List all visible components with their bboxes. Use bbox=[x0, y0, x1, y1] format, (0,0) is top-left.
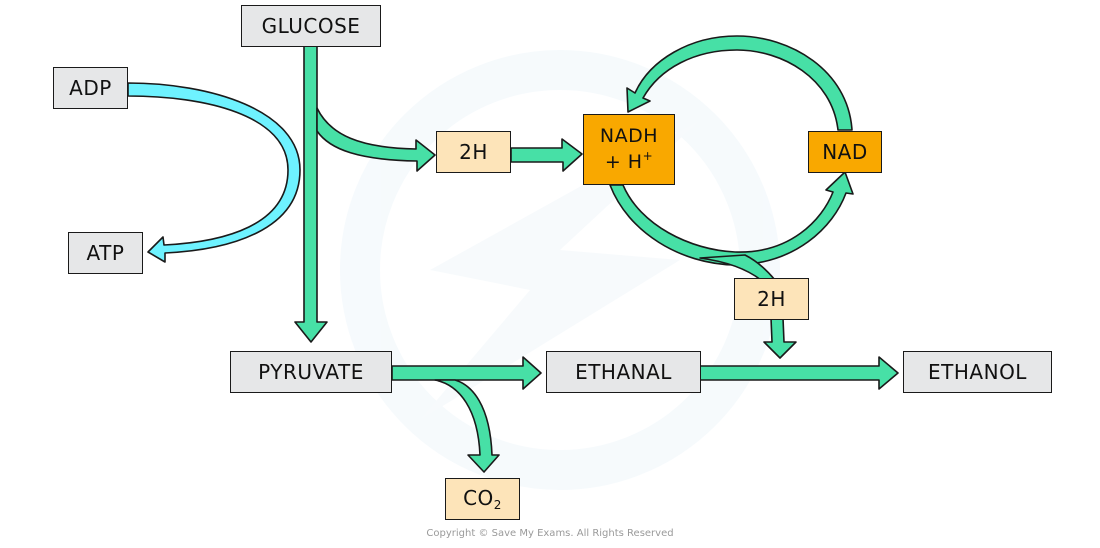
nad-node: NAD bbox=[808, 131, 882, 173]
adp-to-atp-arrow bbox=[127, 82, 301, 263]
2h-to-nadh-arrow bbox=[510, 138, 583, 172]
atp-label: ATP bbox=[86, 241, 125, 265]
hydrogen-label-2: 2H bbox=[757, 287, 786, 311]
ethanal-to-ethanol-arrow bbox=[699, 356, 899, 390]
copyright-notice: Copyright © Save My Exams. All Rights Re… bbox=[426, 528, 674, 539]
ethanol-label: ETHANOL bbox=[928, 360, 1027, 384]
nadh-label-line1: NADH bbox=[599, 125, 659, 148]
2h-down-arrow bbox=[763, 317, 797, 359]
nadh-label-line2: + H+ bbox=[604, 149, 654, 173]
glucose-to-2h-arrow bbox=[316, 107, 436, 172]
nad-label: NAD bbox=[822, 140, 868, 164]
glucose-node: GLUCOSE bbox=[241, 5, 381, 47]
pyruvate-node: PYRUVATE bbox=[230, 351, 392, 393]
ethanal-label: ETHANAL bbox=[575, 360, 672, 384]
nad-to-nadh-arrow bbox=[626, 35, 853, 131]
pyruvate-to-co2-arrow bbox=[434, 379, 500, 473]
adp-label: ADP bbox=[69, 76, 112, 100]
ethanol-node: ETHANOL bbox=[903, 351, 1052, 393]
ethanal-node: ETHANAL bbox=[546, 351, 701, 393]
nadh-node: NADH + H+ bbox=[583, 114, 675, 185]
glucose-label: GLUCOSE bbox=[261, 14, 361, 38]
hydrogen-node-1: 2H bbox=[436, 131, 511, 173]
co2-label: CO2 bbox=[463, 486, 502, 512]
watermark-logo bbox=[340, 50, 780, 490]
glucose-to-pyruvate-arrow bbox=[294, 45, 328, 343]
pyruvate-to-ethanal-arrow bbox=[391, 356, 542, 390]
hydrogen-node-2: 2H bbox=[734, 278, 809, 320]
hydrogen-label-1: 2H bbox=[459, 140, 488, 164]
adp-node: ADP bbox=[53, 67, 128, 109]
co2-node: CO2 bbox=[445, 478, 520, 520]
pyruvate-label: PYRUVATE bbox=[258, 360, 364, 384]
nadh-to-nad-arrow bbox=[609, 171, 854, 266]
atp-node: ATP bbox=[68, 232, 143, 274]
